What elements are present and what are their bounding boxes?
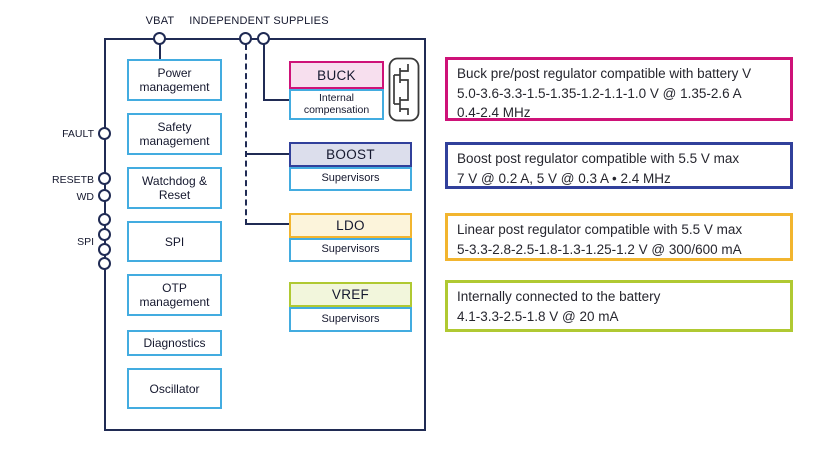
block-safety-management: Safety management <box>127 113 222 155</box>
buck-feed-line <box>263 99 290 101</box>
fault-terminal <box>98 127 111 140</box>
block-oscillator: Oscillator <box>127 368 222 409</box>
vref-supervisors-block: Supervisors <box>289 307 412 332</box>
vref-description-box: Internally connected to the battery 4.1-… <box>445 280 793 332</box>
vbat-pin-label: VBAT <box>145 15 175 27</box>
buck-description-line: 5.0-3.6-3.3-1.5-1.35-1.2-1.1-1.0 V @ 1.3… <box>457 85 742 101</box>
buck-internal-compensation-block: Internal compensation <box>289 89 384 120</box>
ldo-block: LDO <box>289 213 412 238</box>
independent-supplies-label: INDEPENDENT SUPPLIES <box>189 15 329 27</box>
boost-supervisors-block: Supervisors <box>289 167 412 191</box>
buck-description-box: Buck pre/post regulator compatible with … <box>445 57 793 121</box>
vref-description-line: Internally connected to the battery <box>457 289 661 304</box>
fault-pin-label: FAULT <box>62 128 94 140</box>
spi-terminal-3 <box>98 243 111 256</box>
wd-pin-label: WD <box>76 191 95 203</box>
boost-description-line: Boost post regulator compatible with 5.5… <box>457 151 740 166</box>
boost-block: BOOST <box>289 142 412 167</box>
block-power-management: Power management <box>127 59 222 101</box>
independent-supply-dashed-line <box>245 44 247 225</box>
external-fets-icon <box>388 57 420 122</box>
independent-supply-terminal-2 <box>257 32 270 45</box>
vref-description-line: 4.1-3.3-2.5-1.8 V @ 20 mA <box>457 308 619 324</box>
spi-pin-label: SPI <box>77 236 94 248</box>
block-spi: SPI <box>127 221 222 262</box>
resetb-terminal <box>98 172 111 185</box>
block-otp-management: OTP management <box>127 274 222 316</box>
spi-terminal-4 <box>98 257 111 270</box>
vbat-drop-line <box>159 39 161 60</box>
spi-terminal-2 <box>98 228 111 241</box>
ldo-description-line: 5-3.3-2.8-2.5-1.8-1.3-1.25-1.2 V @ 300/6… <box>457 241 742 257</box>
ldo-description-box: Linear post regulator compatible with 5.… <box>445 213 793 261</box>
buck-block: BUCK <box>289 61 384 89</box>
boost-stub-line <box>246 153 291 155</box>
resetb-pin-label: RESETB <box>51 174 94 186</box>
block-watchdog-reset: Watchdog & Reset <box>127 167 222 209</box>
boost-description-box: Boost post regulator compatible with 5.5… <box>445 142 793 189</box>
buck-description-line: 0.4-2.4 MHz <box>457 105 531 120</box>
boost-description-line: 7 V @ 0.2 A, 5 V @ 0.3 A • 2.4 MHz <box>457 170 671 186</box>
independent-supply-terminal-1 <box>239 32 252 45</box>
ldo-supervisors-block: Supervisors <box>289 238 412 262</box>
wd-terminal <box>98 189 111 202</box>
spi-terminal-1 <box>98 213 111 226</box>
block-diagnostics: Diagnostics <box>127 330 222 356</box>
independent-supply-vertical-line <box>263 44 265 101</box>
vbat-terminal <box>153 32 166 45</box>
vref-block: VREF <box>289 282 412 307</box>
ldo-stub-line <box>246 223 291 225</box>
ldo-description-line: Linear post regulator compatible with 5.… <box>457 222 743 237</box>
buck-description-line: Buck pre/post regulator compatible with … <box>457 66 752 81</box>
